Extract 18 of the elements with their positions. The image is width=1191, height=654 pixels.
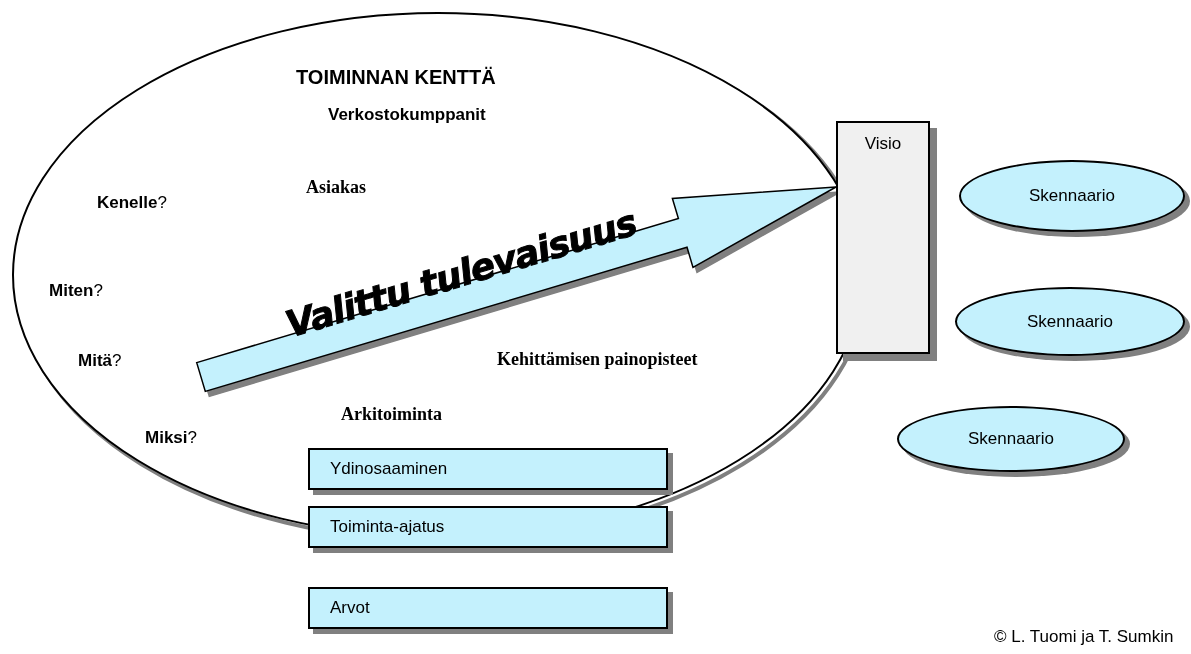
box-label: Toiminta-ajatus bbox=[330, 516, 445, 539]
question-label: Kenelle? bbox=[97, 192, 167, 214]
field-label: Asiakas bbox=[306, 176, 367, 199]
question-label: Miten? bbox=[49, 280, 103, 302]
field-title: TOIMINNAN KENTTÄ bbox=[296, 65, 496, 90]
field-label: Arkitoiminta bbox=[341, 403, 442, 426]
box-label: Ydinosaaminen bbox=[330, 458, 448, 481]
field-label: Kehittämisen painopisteet bbox=[497, 348, 698, 371]
field-label: Verkostokumppanit bbox=[328, 104, 486, 126]
oval-label: Skennaario bbox=[1029, 185, 1115, 208]
question-label: Miksi? bbox=[145, 427, 197, 449]
oval-label: Skennaario bbox=[968, 428, 1054, 451]
block-arrow bbox=[195, 186, 837, 393]
copyright-note: © L. Tuomi ja T. Sumkin bbox=[994, 626, 1174, 648]
box-label: Arvot bbox=[330, 597, 370, 620]
question-label: Mitä? bbox=[78, 350, 122, 372]
oval-label: Skennaario bbox=[1027, 310, 1113, 333]
box-label: Visio bbox=[864, 133, 902, 155]
